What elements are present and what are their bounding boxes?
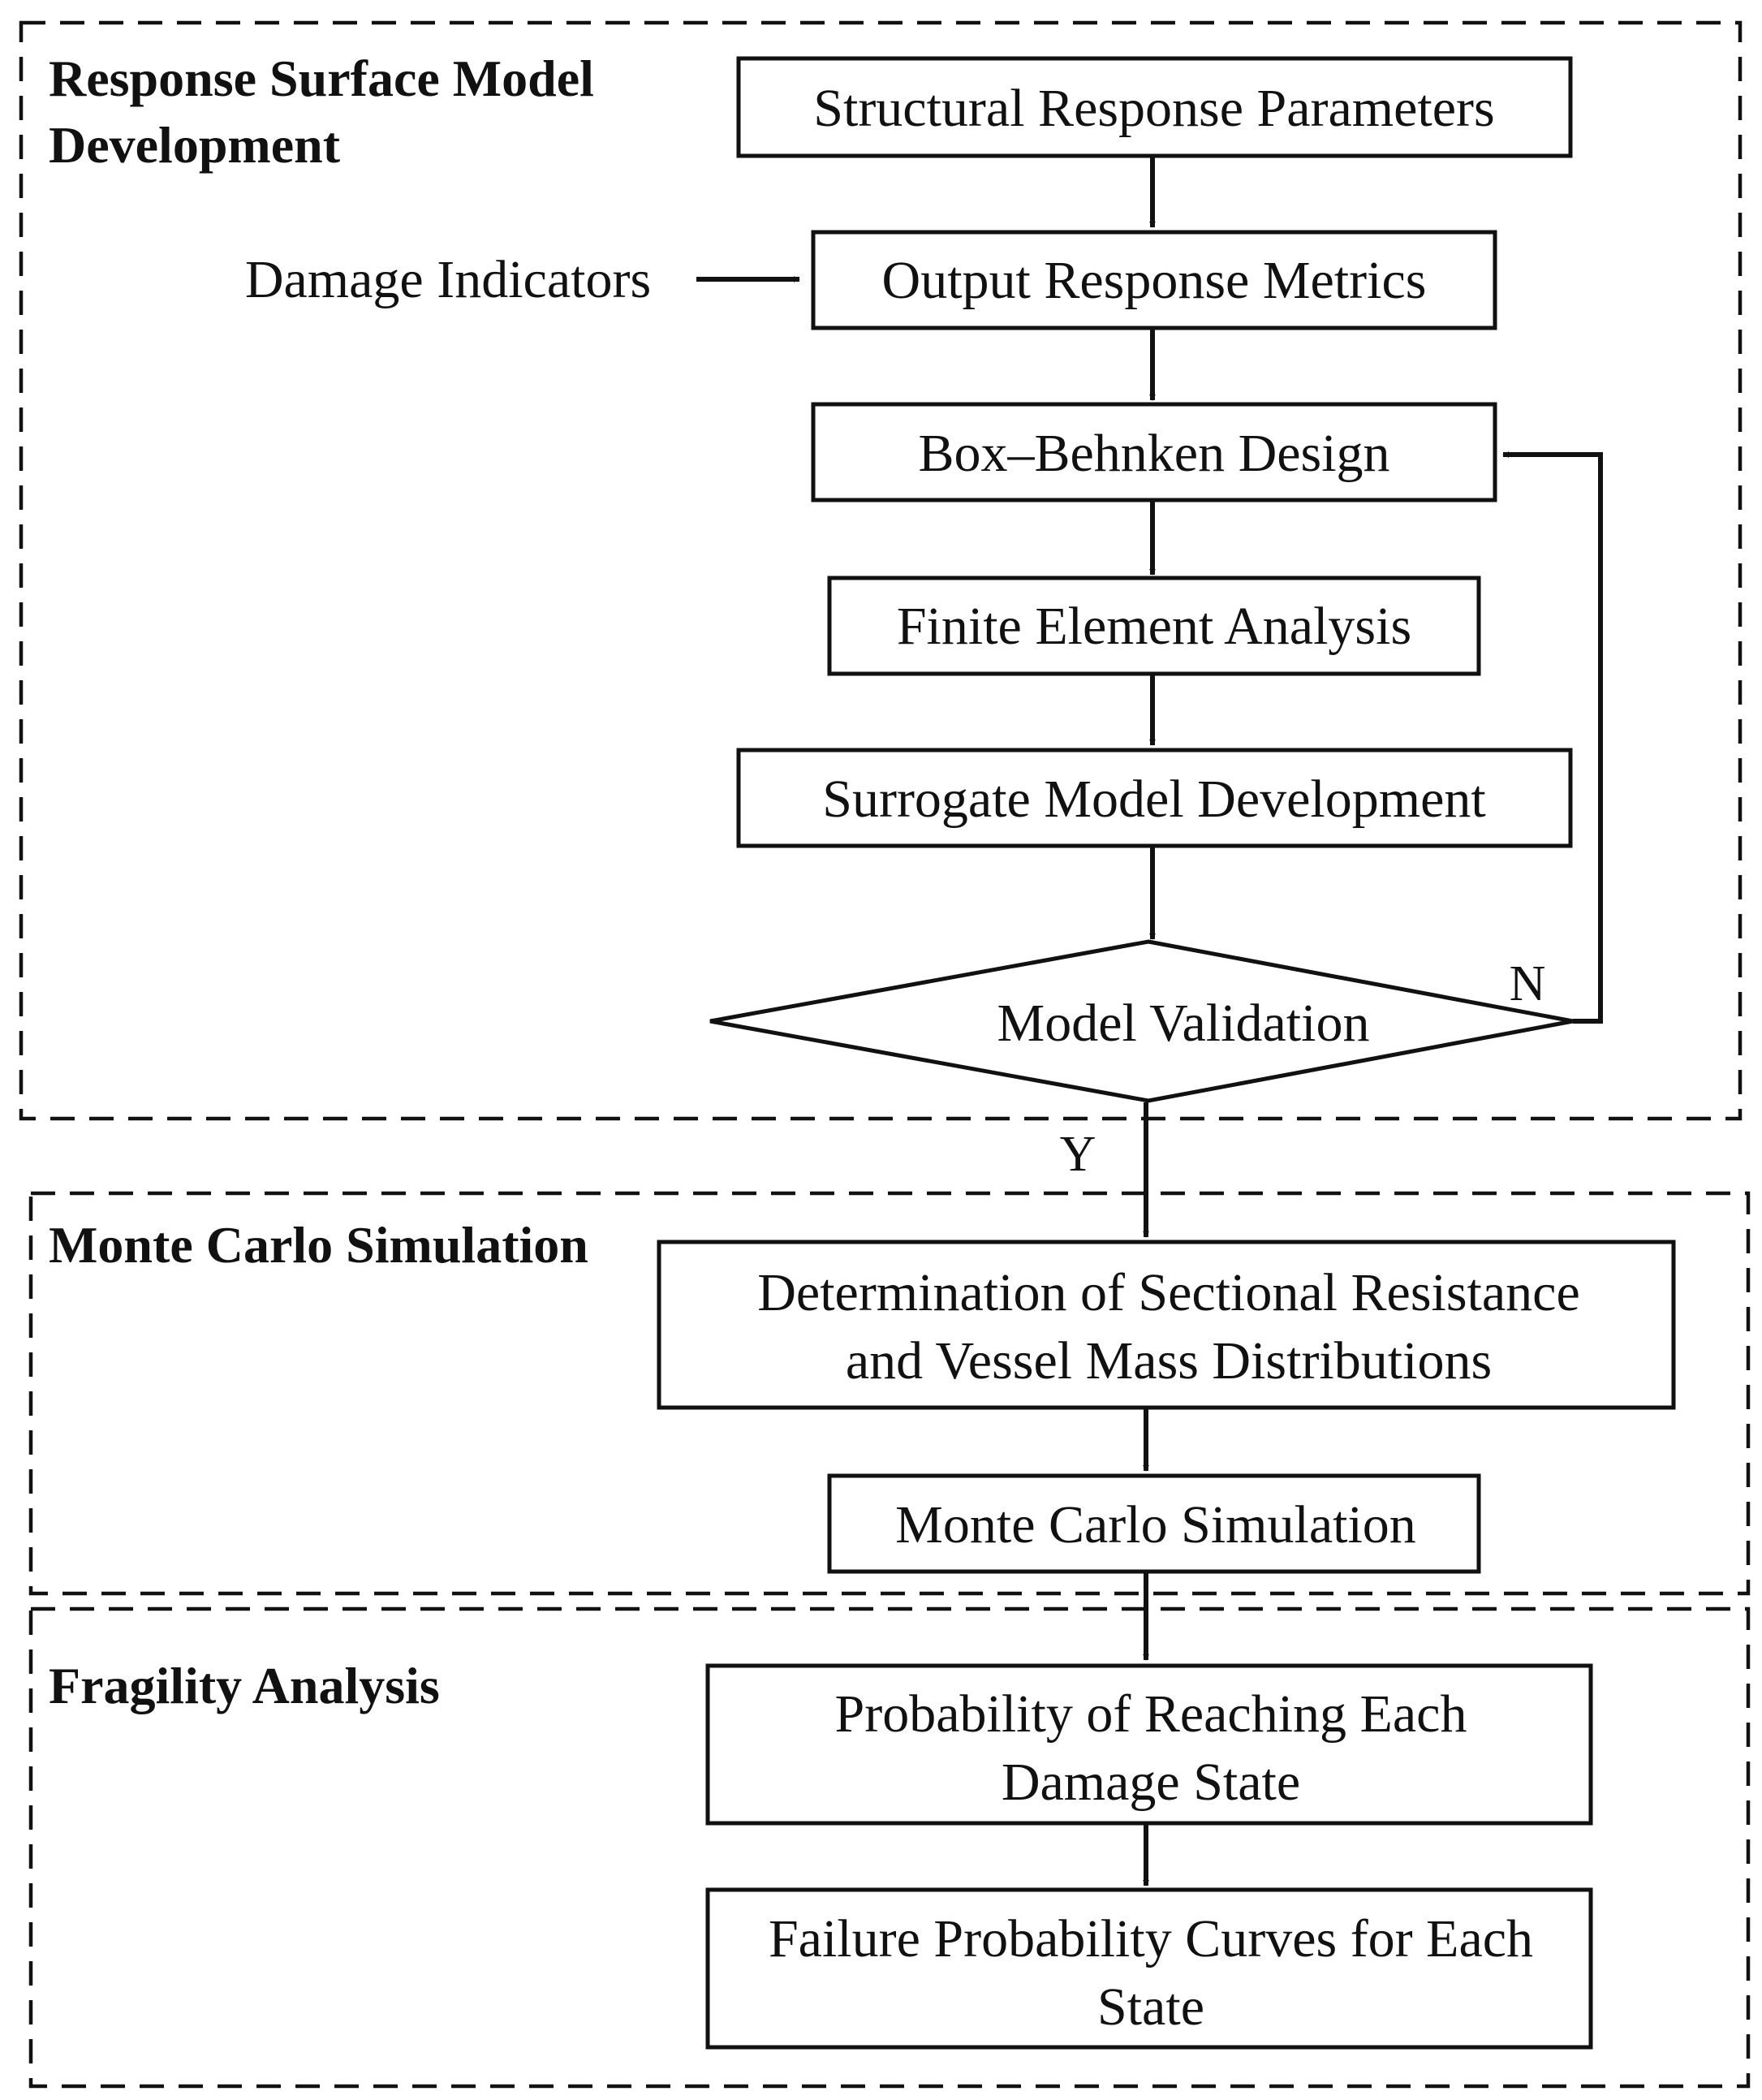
failure-curves-label-line2: State — [1097, 1977, 1204, 2037]
output-metrics-label: Output Response Metrics — [882, 251, 1427, 310]
validation-diamond — [709, 939, 1574, 1103]
fea-box — [827, 576, 1481, 676]
determination-box — [657, 1240, 1676, 1410]
probability-label-line2: Damage State — [1002, 1753, 1300, 1812]
validation-label: Model Validation — [997, 994, 1370, 1053]
structural-params-box — [736, 56, 1573, 158]
section-monte-carlo — [28, 1191, 1751, 1596]
output-metrics-box — [811, 230, 1497, 330]
determination-label-line2: and Vessel Mass Distributions — [846, 1331, 1492, 1391]
failure-curves-box — [705, 1887, 1593, 2050]
branch-yes-label: Y — [1060, 1127, 1096, 1182]
monte-carlo-label: Monte Carlo Simulation — [895, 1495, 1416, 1555]
section-title-mcs: Monte Carlo Simulation — [49, 1216, 588, 1274]
surrogate-box — [736, 748, 1573, 848]
fea-label: Finite Element Analysis — [897, 597, 1411, 656]
arrow-validation-no-loop — [1502, 451, 1603, 1024]
section-title-fragility: Fragility Analysis — [49, 1657, 440, 1714]
structural-params-label: Structural Response Parameters — [813, 79, 1494, 138]
surrogate-label: Surrogate Model Development — [822, 770, 1485, 829]
damage-indicators-label: Damage Indicators — [245, 250, 651, 309]
probability-box — [705, 1663, 1593, 1826]
box-behnken-label: Box–Behnken Design — [918, 424, 1389, 483]
failure-curves-label-line1: Failure Probability Curves for Each — [769, 1909, 1533, 1968]
determination-label-line1: Determination of Sectional Resistance — [757, 1263, 1580, 1322]
section-fragility — [28, 1606, 1751, 2089]
box-behnken-box — [811, 402, 1497, 502]
section-title-rsm-line2: Development — [49, 116, 341, 174]
section-title-rsm-line1: Response Surface Model — [49, 50, 594, 107]
branch-no-label: N — [1510, 956, 1546, 1011]
monte-carlo-box — [827, 1473, 1481, 1574]
section-response-surface — [19, 20, 1743, 1121]
probability-label-line1: Probability of Reaching Each — [835, 1684, 1467, 1744]
